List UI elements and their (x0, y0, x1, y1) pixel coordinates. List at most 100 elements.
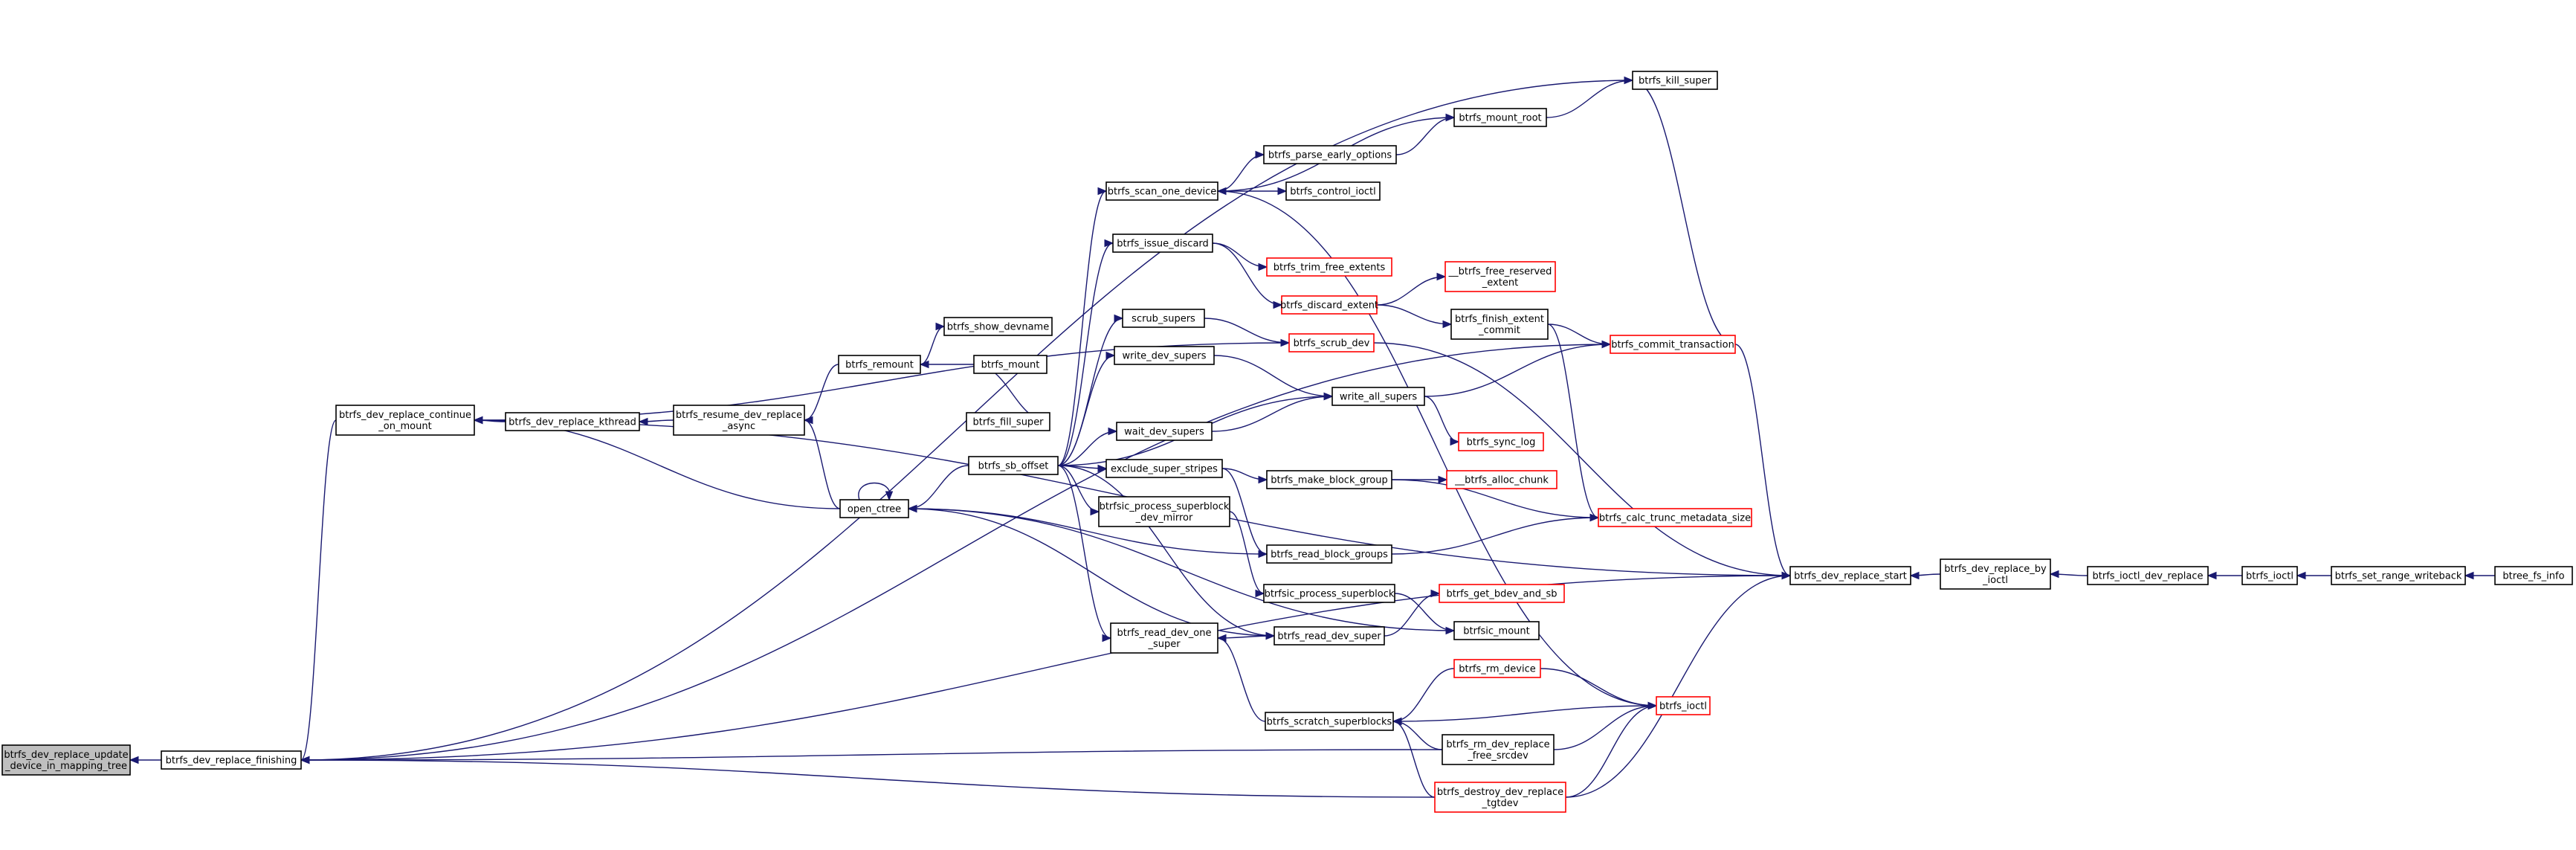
arrowhead-btrfs_ioctl_op-to-scan_one_device (1216, 187, 1227, 196)
node-sync_log[interactable]: btrfs_sync_log (1458, 432, 1544, 451)
node-mount[interactable]: btrfs_mount (973, 355, 1047, 374)
node-read_dev_super[interactable]: btrfs_read_dev_super (1274, 626, 1385, 645)
node-resume_async[interactable]: btrfs_resume_dev_replace_async (673, 405, 805, 436)
node-replace_by_ioctl[interactable]: btrfs_dev_replace_by_ioctl (1940, 558, 2051, 590)
node-box (1453, 621, 1540, 640)
node-btree_fs_info[interactable]: btree_fs_info (2494, 566, 2573, 585)
arrowhead-sb_offset-to-issue_discard (1104, 239, 1114, 248)
node-scrub_supers[interactable]: scrub_supers (1122, 309, 1205, 328)
node-commit_transaction[interactable]: btrfs_commit_transaction (1610, 335, 1736, 354)
arrowhead-sb_offset-to-wait_dev_supers (1108, 427, 1118, 436)
node-btrfs_ioctl[interactable]: btrfs_ioctl (2241, 566, 2298, 585)
arrowhead-process_superblock_dev_mirror-to-process_superblock (1255, 589, 1265, 598)
node-label: btrfs_control_ioctl (1290, 187, 1376, 198)
node-box (1434, 782, 1566, 813)
node-wait_dev_supers[interactable]: wait_dev_supers (1116, 422, 1213, 441)
edge-rm_device-to-scratch_superblocks (1392, 668, 1455, 722)
node-box (1285, 181, 1381, 201)
node-box (1331, 387, 1425, 406)
edge-read_block_groups-to-calc_trunc_metadata_size (1391, 517, 1599, 555)
edge-commit_transaction-to-kill_super (1632, 80, 1736, 345)
node-label: btrfs_read_dev_one (1117, 628, 1212, 639)
node-kill_super[interactable]: btrfs_kill_super (1632, 71, 1718, 90)
node-box (1453, 108, 1547, 127)
node-scratch_superblocks[interactable]: btrfs_scratch_superblocks (1265, 712, 1394, 731)
node-rm_dev_replace_free_srcdev[interactable]: btrfs_rm_dev_replace_free_srcdev (1442, 734, 1555, 765)
node-read_block_groups[interactable]: btrfs_read_block_groups (1266, 544, 1392, 564)
edge-process_superblock_dev_mirror-to-process_superblock (1229, 511, 1265, 594)
edge-sb_offset-to-read_dev_one_super (1057, 465, 1111, 639)
node-remount[interactable]: btrfs_remount (838, 355, 921, 374)
node-get_bdev_and_sb[interactable]: btrfs_get_bdev_and_sb (1439, 584, 1565, 603)
node-trim_free_extents[interactable]: btrfs_trim_free_extents (1266, 257, 1392, 277)
node-set_range_writeback[interactable]: btrfs_set_range_writeback (2331, 566, 2466, 585)
node-box (1632, 71, 1718, 90)
node-finishing[interactable]: btrfs_dev_replace_finishing (161, 750, 302, 770)
node-finish_extent_commit[interactable]: btrfs_finish_extent_commit (1450, 309, 1549, 340)
arrowhead-remount-to-show_devname (935, 322, 946, 331)
edge-sb_offset-to-scan_one_device (1057, 190, 1107, 466)
node-box (1265, 712, 1394, 731)
node-process_superblock[interactable]: btrfsic_process_superblock (1263, 584, 1395, 603)
node-discard_extent[interactable]: btrfs_discard_extent (1280, 295, 1378, 315)
node-process_superblock_dev_mirror[interactable]: btrfsic_process_superblock_dev_mirror (1098, 496, 1230, 527)
edge-discard_extent-to-finish_extent_commit (1376, 304, 1452, 325)
node-box (1610, 335, 1736, 354)
edge-mount_root-to-kill_super (1546, 80, 1633, 118)
node-scan_one_device[interactable]: btrfs_scan_one_device (1105, 181, 1218, 201)
node-make_block_group[interactable]: btrfs_make_block_group (1266, 470, 1392, 489)
node-calc_trunc_metadata_size[interactable]: btrfs_calc_trunc_metadata_size (1598, 508, 1752, 527)
node-parse_early_options[interactable]: btrfs_parse_early_options (1263, 145, 1397, 164)
edge-sb_offset-to-read_dev_super (1057, 465, 1275, 637)
node-destroy_dev_replace_tgtdev[interactable]: btrfs_destroy_dev_replace_tgtdev (1434, 782, 1566, 813)
node-free_reserved_extent[interactable]: __btrfs_free_reserved_extent (1444, 261, 1556, 292)
node-label: btrfs_read_block_groups (1271, 550, 1388, 561)
edge-sb_offset-to-open_ctree (908, 465, 969, 509)
edge-rm_device-to-btrfs_ioctl_op (1540, 668, 1657, 706)
arrowhead-finishing-to-root (129, 756, 139, 764)
node-box (2087, 566, 2209, 585)
node-control_ioctl[interactable]: btrfs_control_ioctl (1285, 181, 1381, 201)
node-box (1263, 584, 1395, 603)
node-label: __btrfs_free_reserved (1448, 266, 1552, 277)
node-fill_super[interactable]: btrfs_fill_super (966, 412, 1050, 431)
node-exclude_super_stripes[interactable]: exclude_super_stripes (1105, 459, 1223, 478)
node-scrub_dev[interactable]: btrfs_scrub_dev (1288, 333, 1375, 352)
arrowhead-exclude_super_stripes-to-make_block_group (1258, 475, 1268, 484)
nodes-layer: btrfs_dev_replace_update_device_in_mappi… (1, 71, 2573, 813)
node-label: btrfs_finish_extent (1455, 314, 1544, 325)
node-box (161, 750, 302, 770)
node-box (968, 456, 1059, 475)
node-continue_on_mount[interactable]: btrfs_dev_replace_continue_on_mount (335, 405, 475, 436)
arrowhead-issue_discard-to-discard_extent (1273, 300, 1283, 309)
node-box (943, 317, 1053, 336)
node-show_devname[interactable]: btrfs_show_devname (943, 317, 1053, 336)
node-box (1446, 470, 1557, 489)
node-box (1439, 584, 1565, 603)
node-issue_discard[interactable]: btrfs_issue_discard (1112, 234, 1213, 253)
node-write_dev_supers[interactable]: write_dev_supers (1114, 346, 1215, 365)
edge-destroy_dev_replace_tgtdev-to-finishing (300, 759, 1436, 798)
node-read_dev_one_super[interactable]: btrfs_read_dev_one_super (1110, 622, 1218, 654)
node-replace_start[interactable]: btrfs_dev_replace_start (1789, 566, 1911, 585)
node-sb_offset[interactable]: btrfs_sb_offset (968, 456, 1059, 475)
node-box (1789, 566, 1911, 585)
node-ioctl_dev_replace[interactable]: btrfs_ioctl_dev_replace (2087, 566, 2209, 585)
arrowhead-scratch_superblocks-to-read_dev_one_super (1216, 634, 1227, 643)
node-label: btrfs_calc_trunc_metadata_size (1599, 513, 1751, 524)
node-label: btrfsic_mount (1463, 626, 1530, 637)
node-btrfsic_mount[interactable]: btrfsic_mount (1453, 621, 1540, 640)
node-root[interactable]: btrfs_dev_replace_update_device_in_mappi… (1, 744, 131, 776)
node-alloc_chunk[interactable]: __btrfs_alloc_chunk (1446, 470, 1557, 489)
node-open_ctree[interactable]: open_ctree (839, 499, 909, 518)
node-kthread[interactable]: btrfs_dev_replace_kthread (505, 412, 640, 431)
node-mount_root[interactable]: btrfs_mount_root (1453, 108, 1547, 127)
node-write_all_supers[interactable]: write_all_supers (1331, 387, 1425, 406)
node-box (1940, 558, 2051, 590)
edge-remount-to-resume_async (804, 364, 839, 421)
node-btrfs_ioctl_op[interactable]: btrfs_ioctl (1656, 696, 1711, 715)
arrowhead-sb_offset-to-read_dev_one_super (1102, 634, 1112, 643)
node-box (2494, 566, 2573, 585)
arrowhead-make_block_group-to-alloc_chunk (1438, 475, 1448, 484)
node-rm_device[interactable]: btrfs_rm_device (1453, 659, 1541, 678)
